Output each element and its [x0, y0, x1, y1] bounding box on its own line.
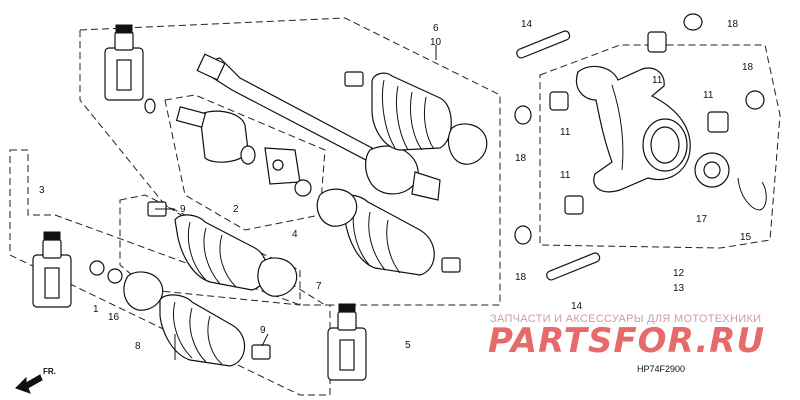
callout-7: 7: [316, 281, 322, 292]
callout-9b: 9: [260, 325, 266, 336]
callout-18d: 18: [515, 272, 527, 283]
callout-9a: 9: [180, 204, 186, 215]
callout-11c: 11: [703, 90, 714, 101]
watermark-brand: PARTSFOR.RU: [488, 321, 765, 361]
swingarm-bushings: [514, 13, 767, 245]
callout-18b: 18: [742, 62, 754, 73]
inner-boot: [147, 201, 298, 297]
callout-18c: 18: [515, 153, 527, 164]
callout-2: 2: [233, 204, 239, 215]
callout-13: 13: [673, 283, 685, 294]
callout-11d: 11: [560, 170, 571, 181]
front-direction-label: FR.: [43, 367, 56, 376]
watermark-tagline: ЗАПЧАСТИ И АКСЕССУАРЫ ДЛЯ МОТОТЕХНИКИ: [490, 313, 761, 325]
front-direction-arrow-icon: FR.: [15, 367, 56, 394]
outer-boot-lower: [316, 188, 461, 276]
pivot-pins: [516, 30, 601, 281]
grease-bottle-left: [32, 231, 72, 308]
callout-6: 6: [433, 23, 439, 34]
callout-4: 4: [292, 229, 298, 240]
callout-16: 16: [108, 312, 120, 323]
outer-boot-upper: [344, 71, 488, 165]
drawing-code: HP74F2900: [637, 364, 685, 374]
callout-3: 3: [39, 185, 45, 196]
callout-11b: 11: [560, 127, 571, 138]
callout-10: 10: [430, 37, 442, 48]
swingarm: [575, 65, 691, 193]
callout-5: 5: [405, 340, 411, 351]
driveshaft: [196, 53, 441, 201]
callout-14b: 14: [571, 301, 583, 312]
callout-12: 12: [673, 268, 685, 279]
callout-15: 15: [740, 232, 752, 243]
callout-17: 17: [696, 214, 708, 225]
callout-11a: 11: [652, 75, 663, 86]
grease-bottle-bottom: [327, 303, 367, 381]
grease-bottle-top: [104, 24, 156, 114]
leader-lines: [155, 45, 437, 360]
callout-18a: 18: [727, 19, 739, 30]
driveshaft-assembly-box: [79, 17, 501, 306]
callout-8: 8: [135, 341, 141, 352]
callout-14a: 14: [521, 19, 533, 30]
inner-cv-joint: [175, 106, 312, 197]
outer-boot-kit: [89, 260, 271, 367]
swingarm-box: [539, 44, 781, 249]
callout-1: 1: [93, 304, 99, 315]
